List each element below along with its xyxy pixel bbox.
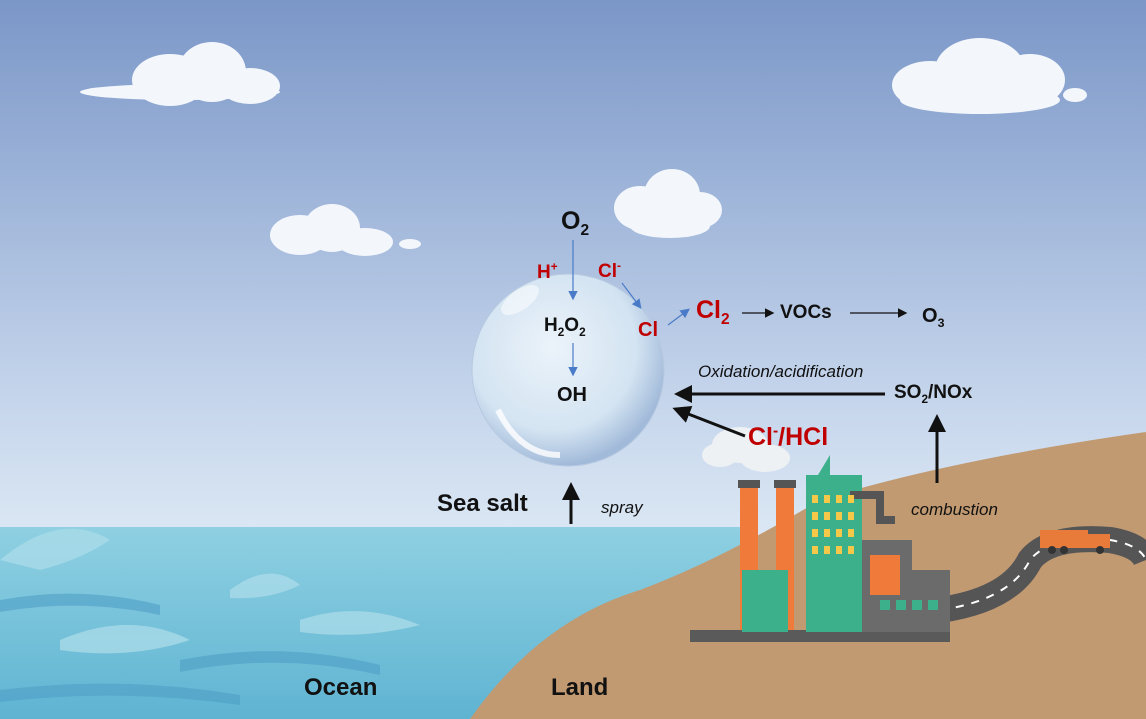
arrow-clminus-cl	[621, 282, 642, 309]
label-combustion: combustion	[911, 500, 998, 519]
label-sea-salt: Sea salt	[437, 490, 528, 517]
arrow-cl-cl2	[667, 308, 690, 326]
label-o3: O3	[922, 305, 945, 330]
chimney-smoke-icon	[702, 427, 790, 472]
label-vocs: VOCs	[780, 302, 832, 323]
cloud-icon	[614, 169, 722, 238]
label-cl-radical: Cl	[638, 319, 658, 341]
label-land: Land	[551, 674, 609, 701]
truck-icon	[1040, 530, 1110, 554]
label-spray: spray	[601, 498, 643, 517]
label-oh: OH	[557, 384, 587, 406]
label-oxidation: Oxidation/acidification	[698, 362, 864, 381]
label-o2: O2	[561, 207, 590, 239]
cloud-icon	[80, 42, 280, 106]
droplet-icon	[471, 273, 665, 467]
label-cl-hcl: Cl-/HCl	[748, 422, 829, 451]
label-cl-minus: Cl-	[598, 259, 621, 282]
wave-icon	[0, 528, 420, 654]
label-ocean: Ocean	[304, 674, 378, 701]
arrow-cl-hcl	[672, 405, 746, 438]
label-h2o2: H2O2	[544, 315, 586, 339]
cloud-icon	[892, 38, 1087, 114]
label-h-plus: H+	[537, 260, 558, 283]
label-so2-nox: SO2/NOx	[894, 382, 973, 406]
cloud-icon	[270, 204, 421, 256]
label-cl2: Cl2	[696, 296, 730, 328]
